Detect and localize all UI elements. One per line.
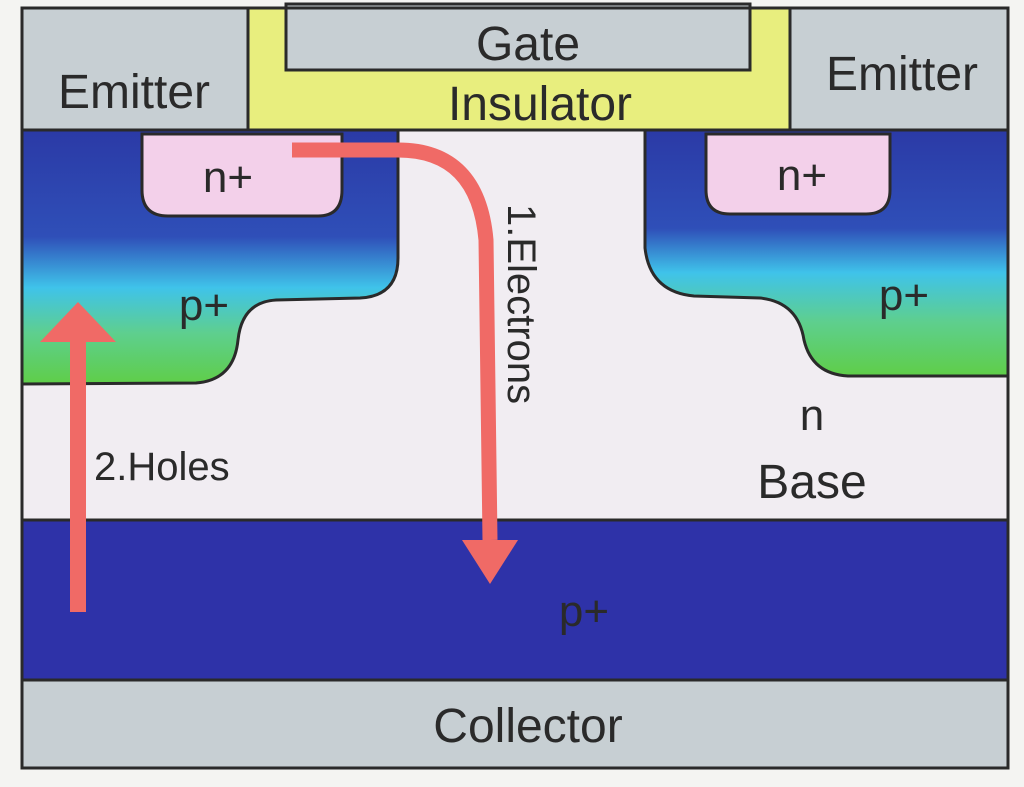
n-region-label: n bbox=[800, 391, 824, 440]
n-plus-region-right bbox=[704, 132, 892, 216]
emitter-label-left: Emitter bbox=[58, 66, 210, 119]
holes-arrowhead bbox=[40, 302, 116, 342]
gate-electrode bbox=[284, 2, 752, 72]
p-plus-collector-label: p+ bbox=[559, 587, 609, 636]
p-plus-label-left: p+ bbox=[179, 281, 229, 330]
insulator-label: Insulator bbox=[448, 78, 632, 131]
holes-label: 2.Holes bbox=[94, 445, 230, 489]
diagram-frame bbox=[20, 6, 1010, 770]
gate-label: Gate bbox=[476, 18, 580, 71]
electrons-label: 1.Electrons bbox=[499, 204, 543, 404]
holes-arrow bbox=[70, 340, 86, 612]
p-plus-label-right: p+ bbox=[879, 271, 929, 320]
base-label: Base bbox=[757, 456, 866, 509]
collector-label: Collector bbox=[433, 700, 622, 753]
emitter-label-right: Emitter bbox=[826, 48, 978, 101]
p-plus-collector-layer bbox=[20, 518, 1010, 682]
emitter-contact-right bbox=[788, 6, 1010, 132]
electrons-arrowhead bbox=[462, 540, 518, 584]
electrons-arrow bbox=[292, 142, 498, 541]
n-plus-label-right: n+ bbox=[777, 151, 827, 200]
n-plus-label-left: n+ bbox=[203, 153, 253, 202]
